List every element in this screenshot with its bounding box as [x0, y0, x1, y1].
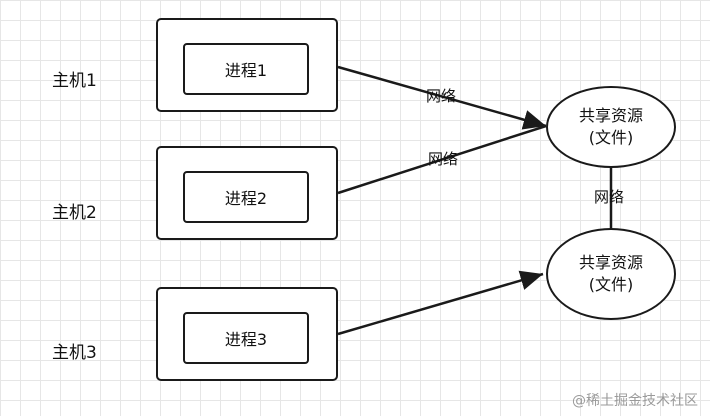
host-box-3: 进程3 — [156, 287, 338, 381]
host-label-2: 主机2 — [52, 203, 97, 223]
shared-resource-2: 共享资源 (文件) — [546, 228, 676, 320]
resource-2-type: (文件) — [588, 275, 634, 294]
resource-1-name: 共享资源 — [578, 106, 643, 125]
process-box-1: 进程1 — [183, 43, 309, 95]
watermark: @稀土掘金技术社区 — [572, 393, 698, 409]
edge-process1-resource1 — [337, 65, 547, 130]
host-box-1: 进程1 — [156, 18, 338, 112]
shared-resource-1: 共享资源 (文件) — [546, 86, 676, 168]
process-box-2: 进程2 — [183, 171, 309, 223]
network-label-1: 网络 — [426, 87, 457, 105]
resource-2-name: 共享资源 — [578, 253, 643, 272]
edge-process3-resource2 — [337, 270, 544, 336]
edge-process2-resource1 — [337, 124, 547, 195]
resource-1-type: (文件) — [588, 128, 634, 147]
network-label-2: 网络 — [428, 150, 459, 168]
network-label-3: 网络 — [594, 188, 625, 206]
host-box-2: 进程2 — [156, 146, 338, 240]
host-label-3: 主机3 — [52, 343, 97, 363]
host-label-1: 主机1 — [52, 71, 97, 91]
process-box-3: 进程3 — [183, 312, 309, 364]
